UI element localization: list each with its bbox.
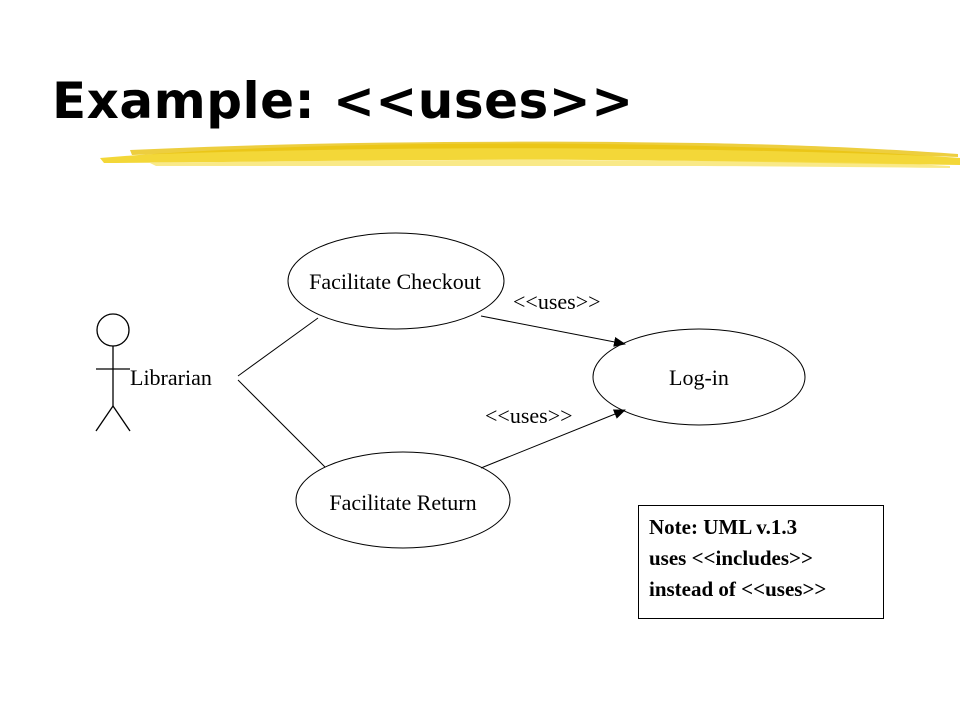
- use-case-login[interactable]: [592, 328, 806, 426]
- use-case-return[interactable]: [295, 451, 511, 549]
- association-line-checkout: [237, 317, 319, 377]
- note-line-1: Note: UML v.1.3: [649, 515, 798, 539]
- slide-title: Example: <<uses>>: [52, 72, 634, 130]
- uses-arrow-return-login: [480, 409, 626, 469]
- note-box: Note: UML v.1.3 uses <<includes>> instea…: [638, 505, 884, 619]
- uses-label-bottom: <<uses>>: [485, 403, 573, 428]
- use-case-checkout[interactable]: [287, 232, 505, 330]
- use-case-login-label: Log-in: [669, 365, 729, 390]
- use-case-checkout-label: Facilitate Checkout: [309, 269, 481, 294]
- stick-figure-icon: [95, 313, 131, 432]
- use-case-return-label: Facilitate Return: [329, 490, 476, 515]
- actor-label: Librarian: [130, 365, 212, 390]
- note-line-3: instead of <<uses>>: [649, 577, 827, 601]
- uses-arrow-checkout-login: [480, 315, 626, 347]
- uses-label-top: <<uses>>: [513, 289, 601, 314]
- association-line-return: [237, 379, 329, 471]
- note-line-2: uses <<includes>>: [649, 546, 813, 570]
